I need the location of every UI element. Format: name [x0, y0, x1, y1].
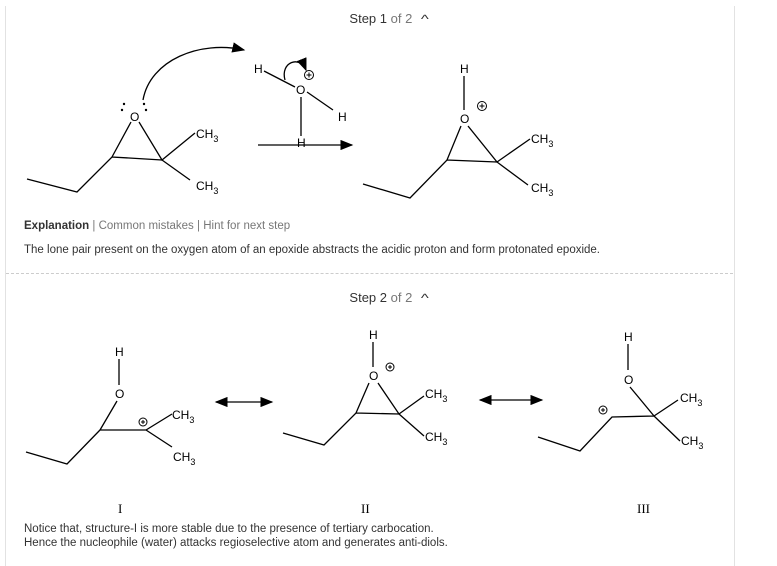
- lone-pair-dot: [122, 102, 126, 106]
- svg-text:CH3: CH3: [531, 132, 553, 149]
- oxygen-atom: O: [130, 110, 139, 124]
- svg-text:H: H: [369, 328, 378, 342]
- svg-text:CH3: CH3: [172, 408, 194, 425]
- svg-text:CH3: CH3: [681, 434, 703, 451]
- tab-explanation[interactable]: Explanation: [24, 220, 90, 232]
- tab-common-mistakes[interactable]: Common mistakes: [98, 220, 194, 232]
- step-1-header[interactable]: Step 1 of 2 ^: [0, 11, 777, 26]
- step-tabs: Explanation | Common mistakes | Hint for…: [24, 220, 290, 232]
- protonated-epoxide: H O CH3 CH3: [362, 62, 553, 199]
- label-structure-I: I: [118, 501, 122, 516]
- svg-text:O: O: [296, 83, 305, 97]
- step-total: of 2: [390, 11, 413, 26]
- methyl-label: CH3: [196, 127, 218, 144]
- step-2-notes: Notice that, structure-I is more stable …: [24, 522, 448, 550]
- step-label: Step: [349, 11, 377, 26]
- solution-card: [5, 6, 735, 566]
- chevron-up-icon[interactable]: ^: [420, 12, 429, 26]
- note-line: Notice that, structure-I is more stable …: [24, 523, 434, 535]
- resonance-structure-II: H O CH3 CH3: [282, 328, 447, 447]
- resonance-structure-I: H O CH3 CH3: [25, 345, 195, 467]
- step-number: 1: [379, 11, 388, 26]
- svg-text:CH3: CH3: [680, 391, 702, 408]
- step-label: Step: [349, 290, 377, 305]
- label-structure-II: II: [361, 501, 370, 516]
- step-separator: [6, 273, 733, 274]
- hydronium: H O H H: [254, 57, 347, 150]
- plus-charge-icon: [304, 70, 314, 80]
- svg-text:H: H: [115, 345, 124, 359]
- note-line: Hence the nucleophile (water) attacks re…: [24, 537, 448, 549]
- svg-text:H: H: [338, 110, 347, 124]
- svg-text:O: O: [369, 369, 378, 383]
- methyl-label: CH3: [196, 179, 218, 196]
- svg-text:CH3: CH3: [425, 387, 447, 404]
- label-structure-III: III: [637, 501, 650, 516]
- svg-text:H: H: [460, 62, 469, 76]
- curved-arrow: [283, 57, 307, 81]
- step-number: 2: [379, 290, 388, 305]
- svg-text:CH3: CH3: [173, 450, 195, 467]
- curved-arrow: [142, 42, 246, 101]
- divider: |: [197, 220, 201, 232]
- resonance-structure-III: H O CH3 CH3: [537, 330, 703, 452]
- svg-text:H: H: [254, 62, 263, 76]
- step-2-header[interactable]: Step 2 of 2 ^: [0, 290, 777, 305]
- step-total: of 2: [390, 290, 413, 305]
- epoxide-reactant: O CH3 CH3: [26, 102, 218, 196]
- svg-text:CH3: CH3: [425, 430, 447, 447]
- svg-text:O: O: [624, 373, 633, 387]
- tab-hint[interactable]: Hint for next step: [203, 220, 291, 232]
- svg-text:H: H: [624, 330, 633, 344]
- chevron-up-icon[interactable]: ^: [420, 291, 429, 305]
- svg-text:CH3: CH3: [531, 181, 553, 198]
- svg-text:O: O: [115, 387, 124, 401]
- svg-text:O: O: [460, 112, 469, 126]
- svg-text:H: H: [297, 136, 306, 150]
- explanation-text: The lone pair present on the oxygen atom…: [24, 244, 601, 256]
- divider: |: [92, 220, 96, 232]
